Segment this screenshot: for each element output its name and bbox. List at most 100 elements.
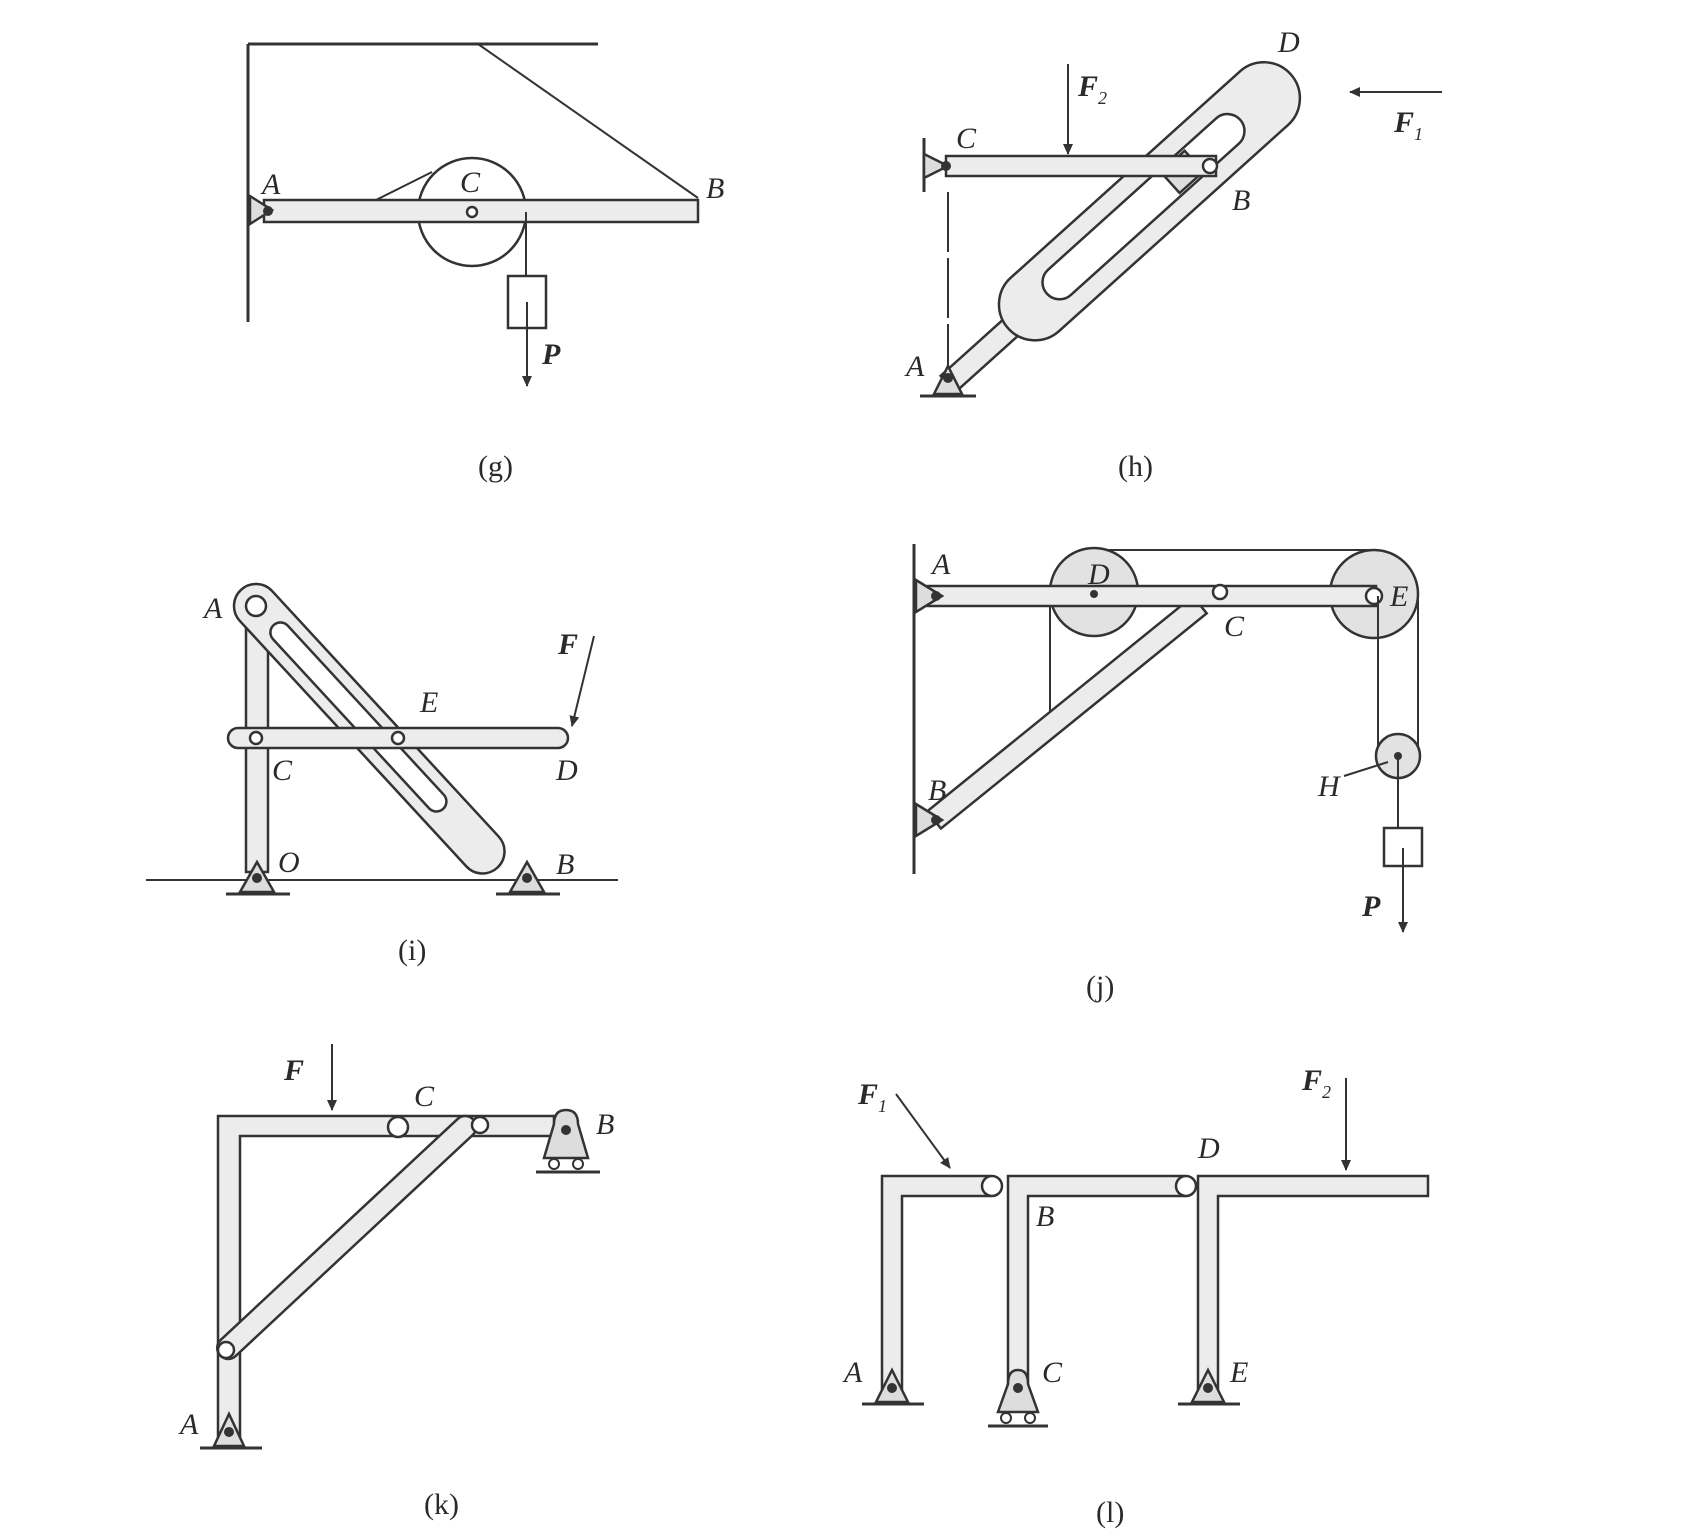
label-a-i: A xyxy=(202,592,223,625)
pin-c-j xyxy=(1211,583,1229,601)
label-e-i: E xyxy=(419,686,438,719)
rod-cb-h xyxy=(944,154,1218,178)
pin-c-h xyxy=(941,161,951,171)
label-f1-sub-l: 1 xyxy=(878,1096,887,1116)
label-a-l: A xyxy=(842,1356,863,1389)
hinge-b-j xyxy=(914,801,945,839)
label-h-j: H xyxy=(1317,770,1342,803)
pin-a-j xyxy=(931,591,941,601)
label-a-j: A xyxy=(930,548,951,581)
figure-j: A D E C B H P (j) xyxy=(912,544,1424,1003)
hinge-a-j xyxy=(914,577,945,615)
roller-1-k xyxy=(548,1158,560,1170)
label-a-k: A xyxy=(178,1408,199,1441)
label-c-j: C xyxy=(1224,610,1245,643)
caption-i: (i) xyxy=(398,934,426,967)
label-b-j: B xyxy=(928,774,946,807)
caption-j: (j) xyxy=(1086,970,1114,1003)
l-frame-k xyxy=(216,1114,556,1444)
label-e-l: E xyxy=(1229,1356,1248,1389)
strut-k xyxy=(215,1114,478,1361)
label-d-i: D xyxy=(555,754,578,787)
roller-1-l xyxy=(1000,1412,1012,1424)
label-b-g: B xyxy=(706,172,724,205)
pin-d-j xyxy=(1090,590,1098,598)
pin-a-k xyxy=(224,1427,234,1437)
pin-b-i xyxy=(522,873,532,883)
label-f2-l: F xyxy=(1301,1064,1322,1097)
figure-l: F 1 F 2 D B A C E (l) xyxy=(842,1064,1430,1529)
rope-to-pulley-g xyxy=(371,171,433,203)
strut-bc-j xyxy=(925,594,1209,831)
label-b-l: B xyxy=(1036,1200,1054,1233)
hinge-c-h xyxy=(922,151,951,181)
pin-o-i xyxy=(252,873,262,883)
label-b-h: B xyxy=(1232,184,1250,217)
caption-k: (k) xyxy=(424,1488,459,1521)
pin-b-h xyxy=(1201,157,1219,175)
frame-middle-l xyxy=(1006,1174,1186,1394)
pin-a-g xyxy=(263,206,273,216)
pin-e-j xyxy=(1364,586,1384,606)
pin-d-l xyxy=(1174,1174,1198,1198)
caption-l: (l) xyxy=(1096,1496,1124,1529)
roller-2-l xyxy=(1024,1412,1036,1424)
label-d-l: D xyxy=(1197,1132,1220,1165)
label-f2-sub-h: 2 xyxy=(1098,88,1107,108)
label-f1-sub-h: 1 xyxy=(1414,124,1423,144)
pin-left-l xyxy=(980,1174,1004,1198)
label-c-h: C xyxy=(956,122,977,155)
label-b-k: B xyxy=(596,1108,614,1141)
figure-i: A F E C D O B (i) xyxy=(146,582,618,967)
pin-a-h xyxy=(943,373,953,383)
frame-left-l xyxy=(880,1174,992,1400)
label-b-i: B xyxy=(556,848,574,881)
figure-h: D F 2 C F 1 B A (h) xyxy=(904,26,1442,483)
label-a-h: A xyxy=(904,350,925,383)
pin-c-l xyxy=(1013,1383,1023,1393)
label-d-j: D xyxy=(1087,558,1110,591)
pin-c-g xyxy=(465,205,479,219)
label-o-i: O xyxy=(278,846,300,879)
label-f1-h: F xyxy=(1393,106,1414,139)
pin-b-k xyxy=(561,1125,571,1135)
figure-k: F C B A (k) xyxy=(178,1044,614,1521)
pin-top-k xyxy=(470,1115,490,1135)
label-f-i: F xyxy=(557,628,578,661)
figure-g: A C B P (g) xyxy=(246,42,724,483)
pin-e-i xyxy=(390,730,406,746)
pin-c-i xyxy=(248,730,264,746)
label-c-g: C xyxy=(460,166,481,199)
force-f-arrow-i xyxy=(569,635,595,727)
label-c-l: C xyxy=(1042,1356,1063,1389)
pin-a-i xyxy=(244,594,268,618)
label-p-j: P xyxy=(1361,890,1381,923)
roller-2-k xyxy=(572,1158,584,1170)
label-e-j: E xyxy=(1389,580,1408,613)
leader-h-j xyxy=(1343,761,1389,777)
pin-e-l xyxy=(1203,1383,1213,1393)
beam-ab-g xyxy=(262,198,700,224)
label-d-h: D xyxy=(1277,26,1300,59)
label-a-g: A xyxy=(260,168,281,201)
label-c-i: C xyxy=(272,754,293,787)
caption-g: (g) xyxy=(478,450,513,483)
cable-g xyxy=(477,43,699,199)
label-c-k: C xyxy=(414,1080,435,1113)
pin-c-k xyxy=(386,1115,410,1139)
hinge-a-g xyxy=(248,193,275,227)
label-p-g: P xyxy=(541,338,561,371)
label-f2-sub-l: 2 xyxy=(1322,1082,1331,1102)
pin-low-k xyxy=(216,1340,236,1360)
beam-ae-j xyxy=(926,584,1378,608)
pin-a-l xyxy=(887,1383,897,1393)
label-f-k: F xyxy=(283,1054,304,1087)
slot-i xyxy=(269,621,448,813)
pin-b-j xyxy=(931,815,941,825)
caption-h: (h) xyxy=(1118,450,1153,483)
label-f1-l: F xyxy=(857,1078,878,1111)
label-f2-h: F xyxy=(1077,70,1098,103)
force-f1-arrow-l xyxy=(895,1093,951,1169)
